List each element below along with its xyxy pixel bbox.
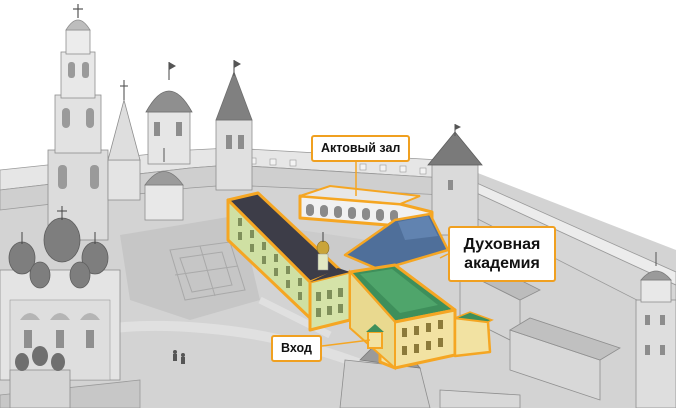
assembly-hall-label: Актовый зал bbox=[311, 135, 411, 162]
corner-tower bbox=[427, 124, 483, 236]
assembly-hall-label-text: Актовый зал bbox=[321, 141, 401, 155]
bell-tower bbox=[47, 4, 109, 241]
pyramid-tower bbox=[215, 60, 253, 191]
academy-label-line1: Духовная bbox=[463, 235, 541, 253]
entrance-label: Вход bbox=[271, 335, 322, 362]
domed-tower bbox=[145, 62, 193, 165]
entrance-label-text: Вход bbox=[281, 341, 312, 355]
academy-building bbox=[226, 191, 494, 371]
assembly-hall-building bbox=[298, 184, 450, 272]
chapel bbox=[144, 148, 184, 221]
academy-label-line2: академия bbox=[464, 255, 540, 272]
cathedral bbox=[0, 206, 121, 381]
tented-church bbox=[107, 80, 141, 201]
small-church bbox=[9, 346, 71, 408]
academy-label: Духовная академия bbox=[448, 226, 556, 282]
visitors bbox=[173, 350, 185, 364]
callout-connectors bbox=[321, 158, 449, 347]
far-right-tower bbox=[635, 252, 676, 408]
